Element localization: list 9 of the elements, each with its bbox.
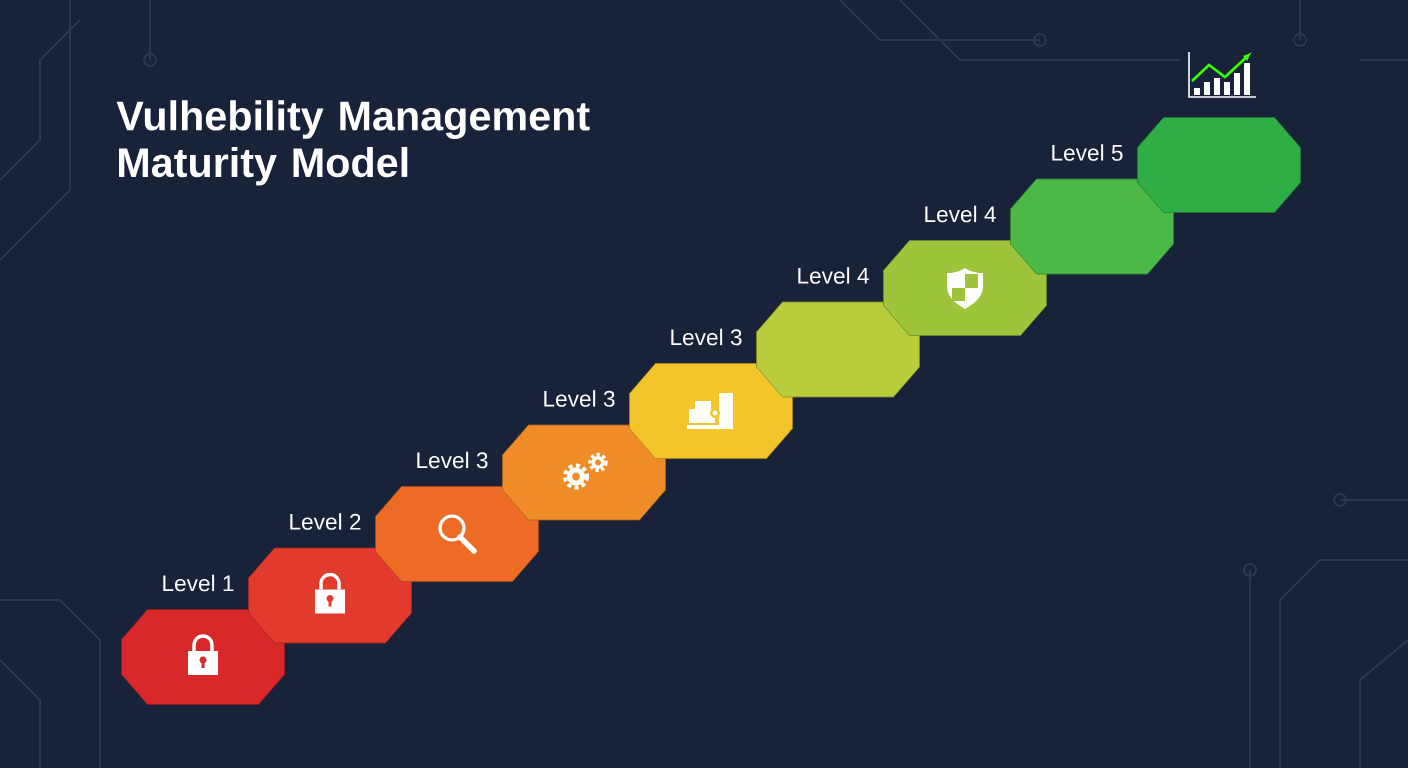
level-label: Level 5 [1052,144,1123,161]
level-label: Level 4 [925,205,996,223]
level-label: Level 3 [544,390,615,407]
level-label: Level 3 [417,451,488,469]
level-label: Level 4 [798,267,869,284]
level-label: Level 2 [290,513,361,530]
title: Vulhebility Management Maturity Model [116,100,590,186]
level-label: Level 3 [671,328,742,346]
level-label: Level 1 [163,574,234,592]
